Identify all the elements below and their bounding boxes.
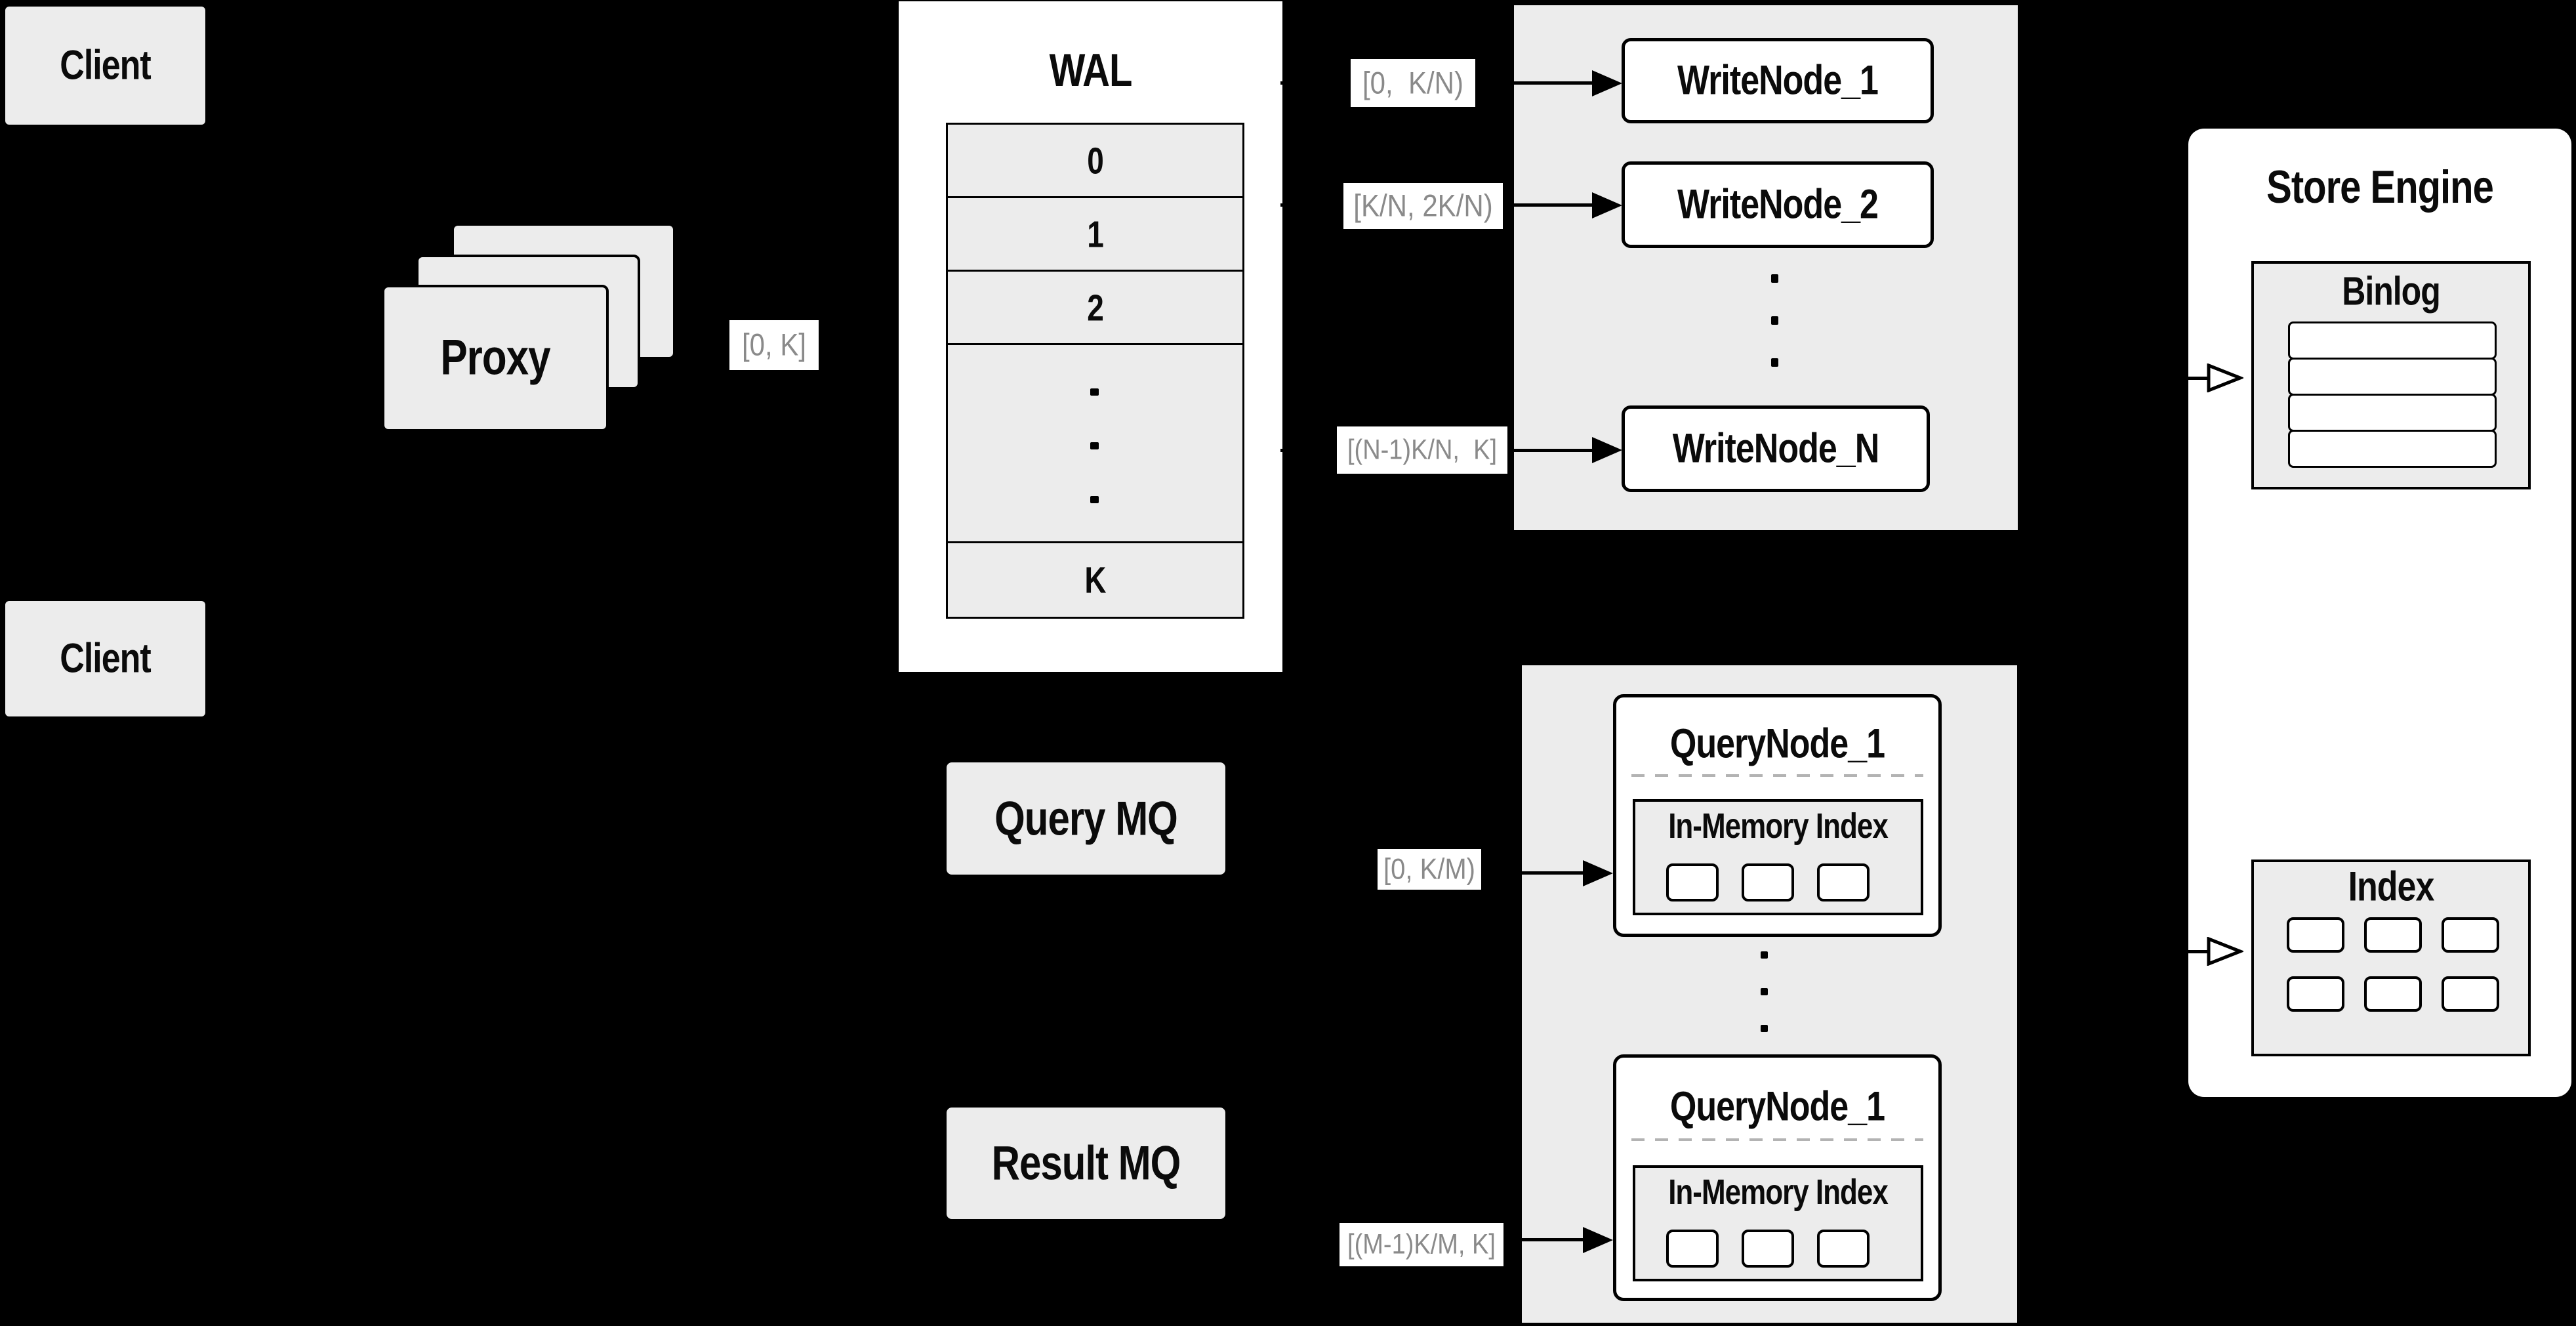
query-node-1-title-wrap: QueryNode_1 <box>1669 720 1885 768</box>
wal-title-wrap: WAL <box>899 43 1282 98</box>
segment-cell <box>1742 863 1794 901</box>
arrowhead-solid-icon <box>1592 70 1622 96</box>
in-memory-index-1-title-wrap: In-Memory Index <box>1668 806 1889 846</box>
query-mq-label: Query MQ <box>994 791 1178 845</box>
wal-row-ellipsis <box>948 345 1242 543</box>
wal-row-0: 0 <box>948 125 1242 198</box>
index-cell <box>2442 976 2499 1012</box>
client-top-label: Client <box>60 42 151 89</box>
binlog-row <box>2288 430 2497 468</box>
proxy-box-front: Proxy <box>382 285 609 432</box>
write-range-label-n: [(N-1)K/N, K] <box>1337 426 1507 474</box>
binlog-row <box>2288 321 2497 360</box>
binlog-title: Binlog <box>2342 268 2441 314</box>
segment-cell <box>1666 863 1719 901</box>
in-memory-index-2-title-wrap: In-Memory Index <box>1668 1172 1889 1212</box>
index-title-wrap: Index <box>2254 863 2528 911</box>
segment-cell <box>1817 1230 1870 1268</box>
arrowhead-solid-icon <box>1592 437 1622 463</box>
client-bottom-box: Client <box>5 601 205 716</box>
index-cell <box>2442 917 2499 953</box>
write-range-label-1: [0, K/N) <box>1351 59 1475 107</box>
write-node-1-box: WriteNode_1 <box>1622 38 1934 123</box>
binlog-row <box>2288 358 2497 396</box>
result-mq-box: Result MQ <box>947 1108 1225 1219</box>
arrowhead-hollow-icon <box>2207 363 2243 392</box>
client-bottom-label: Client <box>60 635 151 682</box>
query-node-2-title-wrap: QueryNode_1 <box>1669 1083 1885 1130</box>
wal-panel: WAL 0 1 2 K <box>899 1 1282 672</box>
index-cell <box>2364 917 2422 953</box>
proxy-range-label: [0, K] <box>729 320 819 370</box>
index-box: Index <box>2251 860 2531 1056</box>
proxy-label: Proxy <box>440 330 550 386</box>
wal-row-2: 2 <box>948 272 1242 345</box>
segment-cell <box>1742 1230 1794 1268</box>
wal-title: WAL <box>1049 44 1133 97</box>
in-memory-index-2-box: In-Memory Index <box>1633 1165 1923 1281</box>
store-engine-title-wrap: Store Engine <box>2188 160 2571 215</box>
binlog-box: Binlog <box>2251 261 2531 489</box>
query-node-2-divider <box>1631 1138 1923 1141</box>
query-node-1-divider <box>1631 774 1923 777</box>
wal-row-1: 1 <box>948 198 1242 272</box>
store-engine-panel: Store Engine Binlog Index <box>2188 129 2571 1097</box>
arrowhead-solid-icon <box>1583 860 1613 886</box>
segment-cell <box>1666 1230 1719 1268</box>
index-cell <box>2364 976 2422 1012</box>
arrowhead-hollow-icon <box>2207 937 2243 966</box>
write-node-2-box: WriteNode_2 <box>1622 161 1934 248</box>
store-engine-title: Store Engine <box>2266 161 2494 214</box>
wal-segment-table: 0 1 2 K <box>946 123 1244 619</box>
segment-cell <box>1817 863 1870 901</box>
wal-row-k: K <box>1084 559 1106 601</box>
result-mq-label: Result MQ <box>991 1136 1181 1190</box>
arrow-querynodes-to-index <box>2019 950 2211 953</box>
arrowhead-solid-icon <box>1583 1227 1613 1253</box>
in-memory-index-1-box: In-Memory Index <box>1633 799 1923 915</box>
binlog-title-wrap: Binlog <box>2254 268 2528 314</box>
arrow-writenodes-to-binlog <box>2019 377 2211 380</box>
write-range-label-2: [K/N, 2K/N) <box>1343 183 1503 229</box>
client-top-box: Client <box>5 7 205 125</box>
write-node-n-box: WriteNode_N <box>1622 405 1930 492</box>
binlog-row <box>2288 394 2497 432</box>
index-cell <box>2287 917 2344 953</box>
query-range-label-2: [(M-1)K/M, K] <box>1339 1223 1503 1266</box>
query-mq-box: Query MQ <box>947 762 1225 875</box>
arrowhead-solid-icon <box>1592 192 1622 218</box>
query-range-label-1: [0, K/M) <box>1378 849 1481 890</box>
index-cell <box>2287 976 2344 1012</box>
index-title: Index <box>2348 863 2435 911</box>
